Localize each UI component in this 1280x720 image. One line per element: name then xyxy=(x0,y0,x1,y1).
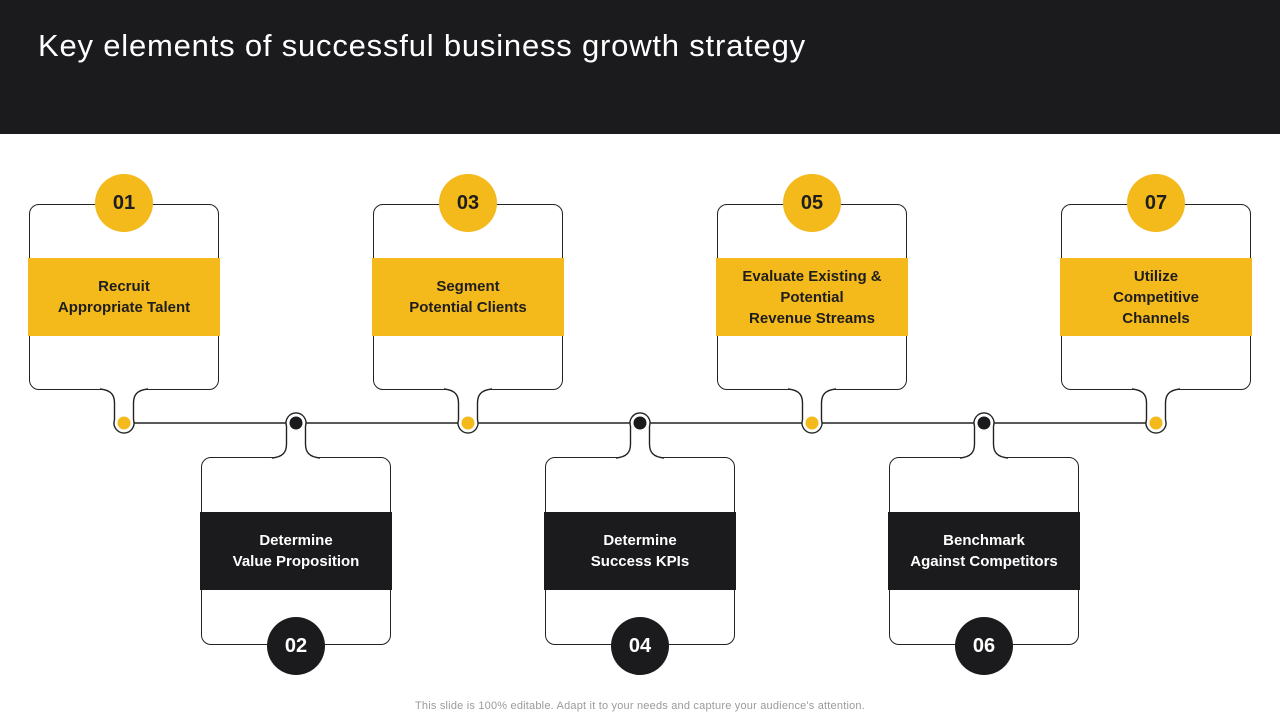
step-04: Determine Success KPIs 04 xyxy=(544,457,736,675)
step-02-label: Determine Value Proposition xyxy=(200,512,392,590)
step-05-label: Evaluate Existing & Potential Revenue St… xyxy=(716,258,908,336)
step-06-number-badge: 06 xyxy=(955,617,1013,675)
step-01: Recruit Appropriate Talent 01 xyxy=(28,174,220,390)
step-03: Segment Potential Clients 03 xyxy=(372,174,564,390)
step-02-number-badge: 02 xyxy=(267,617,325,675)
step-01-number-badge: 01 xyxy=(95,174,153,232)
timeline-dot-02 xyxy=(289,416,303,430)
step-06: Benchmark Against Competitors 06 xyxy=(888,457,1080,675)
slide-header-bar: Key elements of successful business grow… xyxy=(0,0,1280,134)
step-05: Evaluate Existing & Potential Revenue St… xyxy=(716,174,908,390)
step-03-number-badge: 03 xyxy=(439,174,497,232)
step-04-label: Determine Success KPIs xyxy=(544,512,736,590)
step-07-label: Utilize Competitive Channels xyxy=(1060,258,1252,336)
timeline-dot-01 xyxy=(117,416,131,430)
timeline-dot-05 xyxy=(805,416,819,430)
timeline-dot-03 xyxy=(461,416,475,430)
footer-note: This slide is 100% editable. Adapt it to… xyxy=(415,700,865,712)
timeline-dot-04 xyxy=(633,416,647,430)
step-06-label: Benchmark Against Competitors xyxy=(888,512,1080,590)
step-05-number-badge: 05 xyxy=(783,174,841,232)
step-03-label: Segment Potential Clients xyxy=(372,258,564,336)
timeline-dot-06 xyxy=(977,416,991,430)
step-01-label: Recruit Appropriate Talent xyxy=(28,258,220,336)
slide-title: Key elements of successful business grow… xyxy=(38,28,806,63)
step-07: Utilize Competitive Channels 07 xyxy=(1060,174,1252,390)
step-04-number-badge: 04 xyxy=(611,617,669,675)
timeline-dot-07 xyxy=(1149,416,1163,430)
step-07-number-badge: 07 xyxy=(1127,174,1185,232)
step-02: Determine Value Proposition 02 xyxy=(200,457,392,675)
